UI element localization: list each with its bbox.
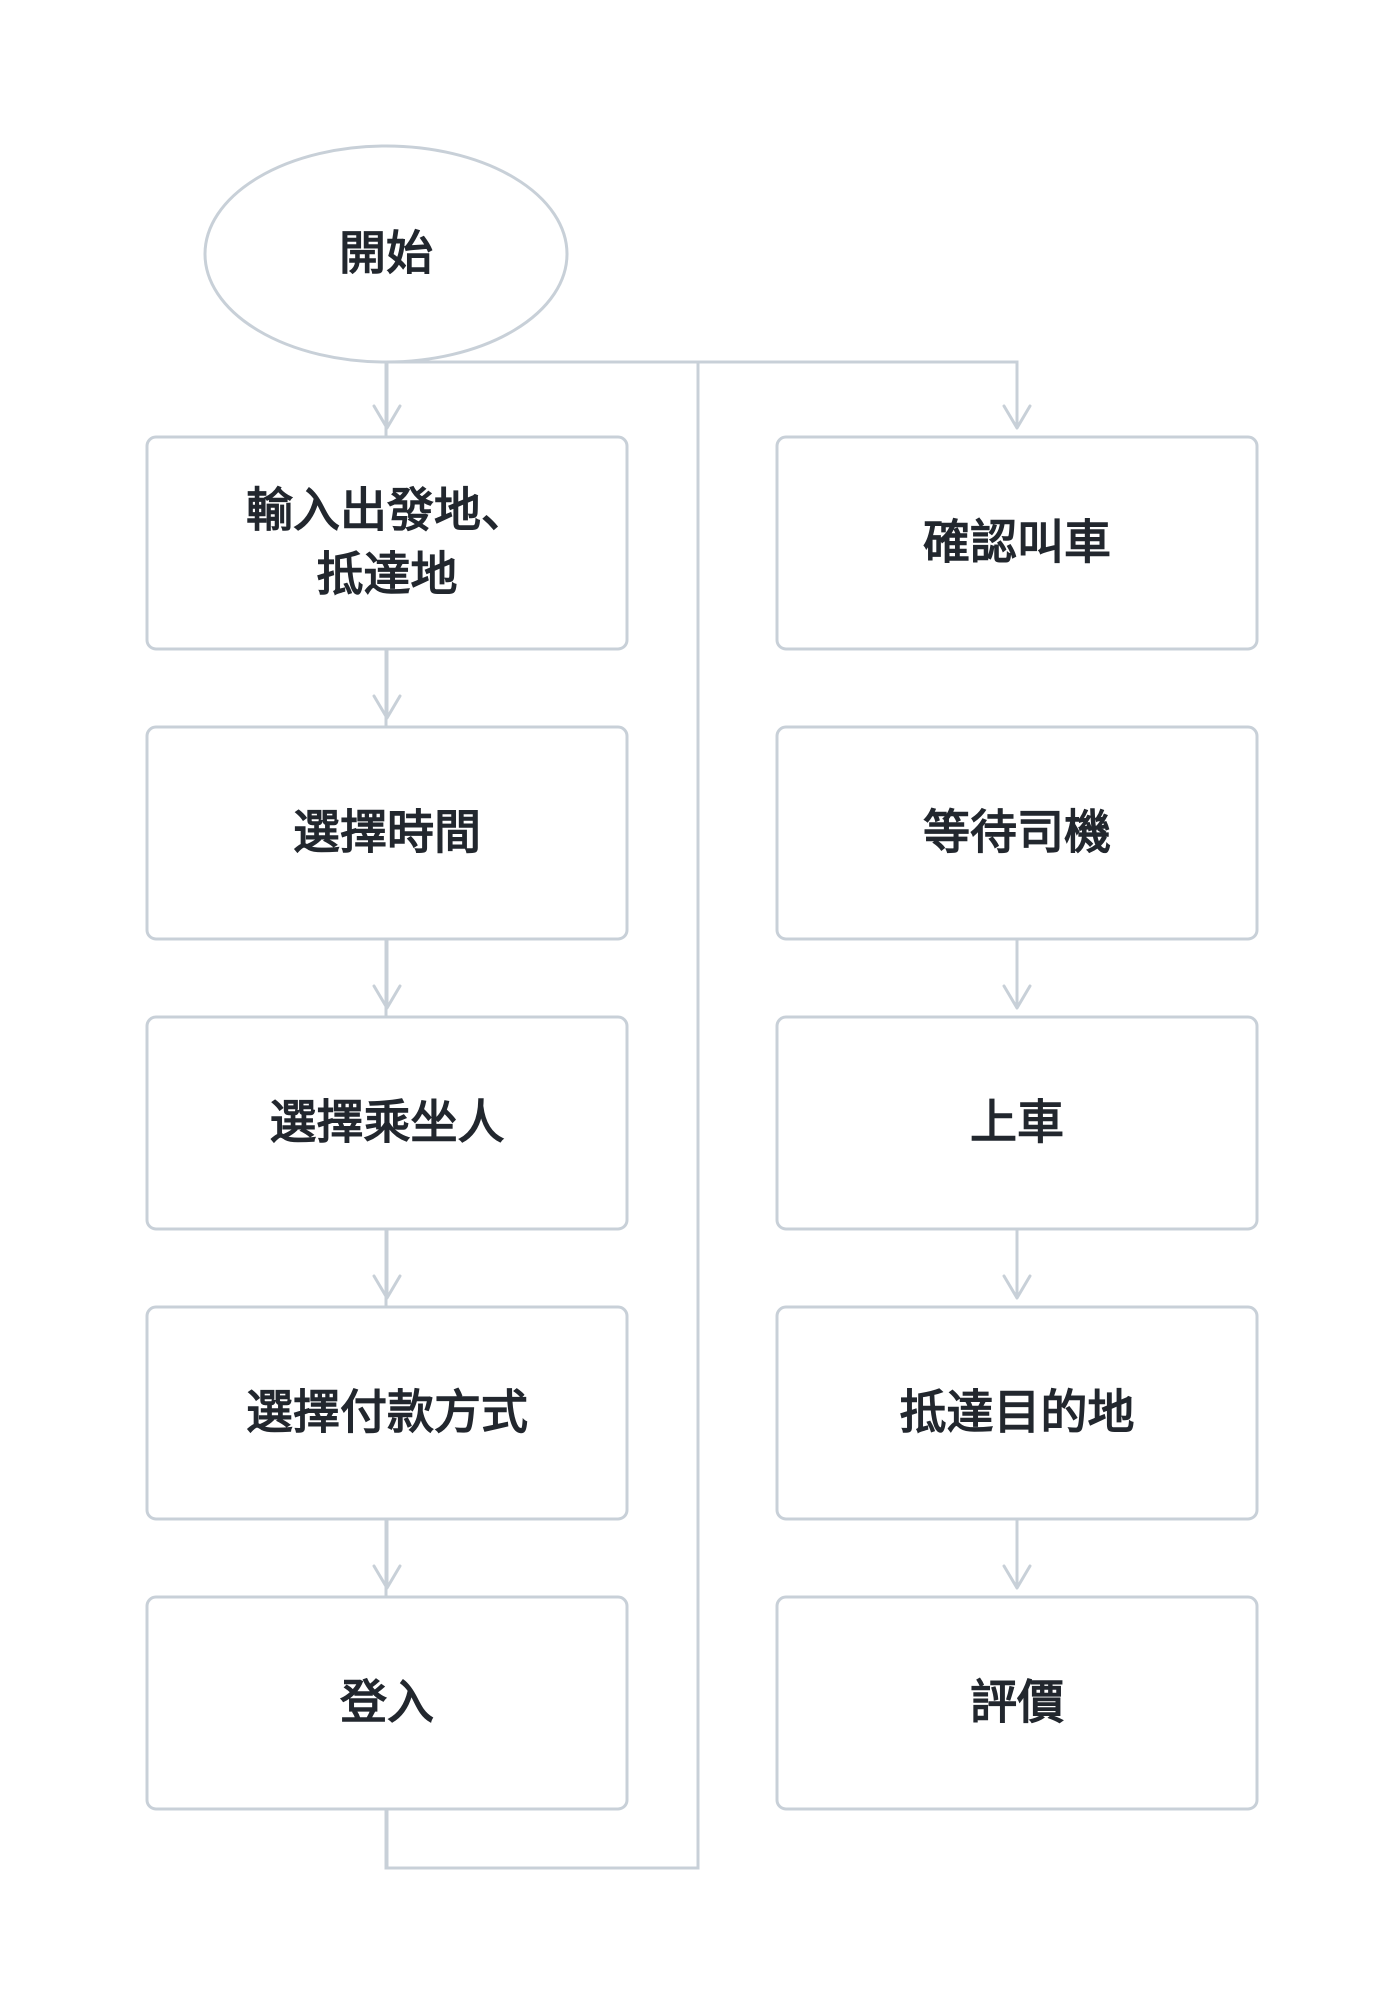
node-start: 開始 <box>203 144 569 364</box>
node-wait-driver-shape <box>775 725 1259 941</box>
node-input-locations-label-0: 輸入出發地、 <box>246 484 528 539</box>
arrowhead-select-passenger <box>372 984 402 1010</box>
node-rate-label-0: 評價 <box>970 1676 1064 1731</box>
node-select-passenger: 選擇乘坐人 <box>145 1015 629 1231</box>
node-arrive-shape <box>775 1305 1259 1521</box>
node-rate: 評價 <box>775 1595 1259 1811</box>
node-select-payment: 選擇付款方式 <box>145 1305 629 1521</box>
node-start-shape <box>203 144 569 364</box>
arrowhead-confirm-ride <box>1002 404 1032 430</box>
node-confirm-ride: 確認叫車 <box>775 435 1259 651</box>
node-select-time-label-0: 選擇時間 <box>293 806 481 861</box>
node-login-shape <box>145 1595 629 1811</box>
node-select-time: 選擇時間 <box>145 725 629 941</box>
node-start-label-0: 開始 <box>339 227 433 282</box>
node-select-passenger-shape <box>145 1015 629 1231</box>
node-board-shape <box>775 1015 1259 1231</box>
node-select-time-shape <box>145 725 629 941</box>
arrowhead-login <box>372 1564 402 1590</box>
node-wait-driver-label-0: 等待司機 <box>923 806 1111 861</box>
node-select-payment-shape <box>145 1305 629 1521</box>
edge-login-to-confirm-ride <box>385 360 1019 1870</box>
node-board-label-0: 上車 <box>970 1096 1064 1151</box>
arrowhead-board <box>1002 984 1032 1010</box>
node-board: 上車 <box>775 1015 1259 1231</box>
node-input-locations: 輸入出發地、抵達地 <box>145 435 629 651</box>
node-arrive-label-0: 抵達目的地 <box>900 1386 1135 1441</box>
nodes-layer: 開始輸入出發地、抵達地選擇時間選擇乘坐人選擇付款方式登入確認叫車等待司機上車抵達… <box>145 144 1259 1811</box>
arrowhead-input-locations <box>372 404 402 430</box>
node-login: 登入 <box>145 1595 629 1811</box>
node-confirm-ride-label-0: 確認叫車 <box>923 516 1111 571</box>
node-input-locations-shape <box>145 435 629 651</box>
arrowhead-select-payment <box>372 1274 402 1300</box>
arrowhead-arrive <box>1002 1274 1032 1300</box>
node-select-passenger-label-0: 選擇乘坐人 <box>270 1096 505 1151</box>
node-login-label-0: 登入 <box>339 1676 434 1731</box>
node-select-payment-label-0: 選擇付款方式 <box>246 1386 528 1441</box>
node-confirm-ride-shape <box>775 435 1259 651</box>
node-input-locations-label-1: 抵達地 <box>317 548 458 603</box>
node-rate-shape <box>775 1595 1259 1811</box>
arrowhead-rate <box>1002 1564 1032 1590</box>
node-arrive: 抵達目的地 <box>775 1305 1259 1521</box>
node-wait-driver: 等待司機 <box>775 725 1259 941</box>
arrowhead-select-time <box>372 694 402 720</box>
